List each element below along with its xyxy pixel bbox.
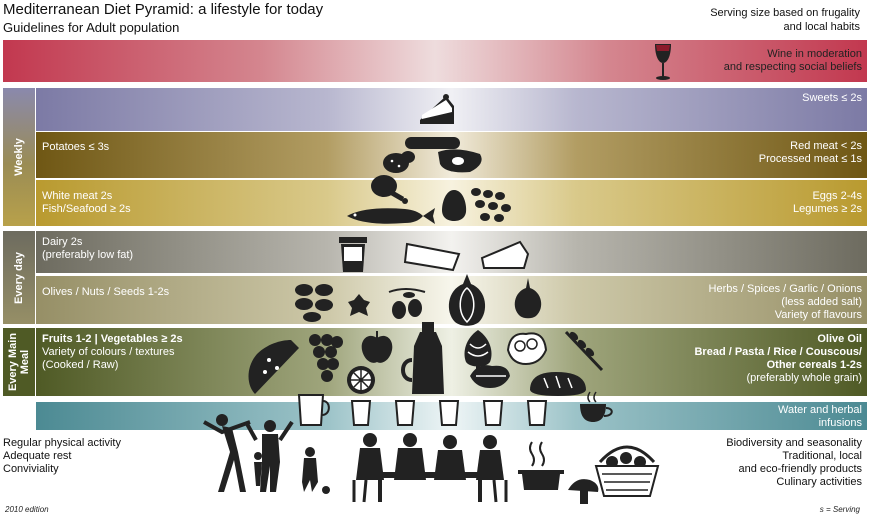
oil-bottle-icon xyxy=(401,322,444,394)
cheese-icon xyxy=(403,242,461,272)
serving-note: Serving size based on frugality and loca… xyxy=(710,7,860,33)
wine-band xyxy=(3,40,867,82)
basket-icon xyxy=(594,445,660,497)
apple-icon xyxy=(361,331,393,363)
glass-icon xyxy=(482,400,504,426)
watermelon-icon xyxy=(248,340,299,394)
serving-key: s = Serving xyxy=(819,505,860,514)
meat-icon xyxy=(405,137,482,173)
cooking-pot-icon xyxy=(518,441,564,490)
orange-icon xyxy=(347,366,375,394)
cake-icon xyxy=(420,94,454,124)
glass-icon xyxy=(394,400,416,426)
exercise-people-icon xyxy=(203,414,330,494)
nuts-icon xyxy=(295,284,333,322)
herbs-label: Herbs / Spices / Garlic / Onions(less ad… xyxy=(708,283,862,321)
cauliflower-icon xyxy=(506,332,548,366)
olive-oil-cereals-label: Olive Oil Bread / Pasta / Rice / Couscou… xyxy=(694,333,862,384)
jug-icon xyxy=(297,394,330,426)
edition-note: 2010 edition xyxy=(5,505,49,514)
mushroom-icon xyxy=(568,479,599,504)
every-day-section-label: Every day xyxy=(3,231,35,324)
sweets-label: Sweets ≤ 2s xyxy=(802,92,862,104)
artichoke-icon xyxy=(464,330,492,374)
potato-icon xyxy=(383,151,415,173)
grapes-icon xyxy=(309,334,343,382)
dinner-table-icon xyxy=(352,433,508,503)
potatoes-label: Potatoes ≤ 3s xyxy=(42,141,110,153)
yogurt-icon xyxy=(339,237,367,272)
herb-icon xyxy=(348,294,370,316)
main-meal-band xyxy=(36,328,867,396)
egg-icon xyxy=(442,190,467,221)
glass-icon xyxy=(438,400,460,426)
dairy-label: Dairy 2s(preferably low fat) xyxy=(42,236,134,261)
page-title: Mediterranean Diet Pyramid: a lifestyle … xyxy=(3,1,324,18)
glass-icon xyxy=(350,400,372,426)
wheat-icon xyxy=(564,330,604,372)
onion-icon xyxy=(448,274,486,326)
olives-icon xyxy=(388,288,426,319)
fruits-vegetables-label: Fruits 1-2 | Vegetables ≥ 2s Variety of … xyxy=(42,333,183,371)
glass-icon xyxy=(526,400,548,426)
wine-glass-icon xyxy=(655,44,671,80)
legumes-icon xyxy=(471,188,511,222)
olives-label: Olives / Nuts / Seeds 1-2s xyxy=(42,286,170,298)
lettuce-icon xyxy=(470,365,510,388)
teacup-icon xyxy=(580,391,613,422)
garlic-icon xyxy=(514,278,542,319)
fish-icon xyxy=(347,208,435,224)
page-subtitle: Guidelines for Adult population xyxy=(3,20,180,35)
bread-icon xyxy=(530,372,586,396)
chicken-leg-icon xyxy=(371,175,408,204)
cheese-wedge-icon xyxy=(480,240,530,269)
weekly-section-label: Weekly xyxy=(3,88,35,226)
